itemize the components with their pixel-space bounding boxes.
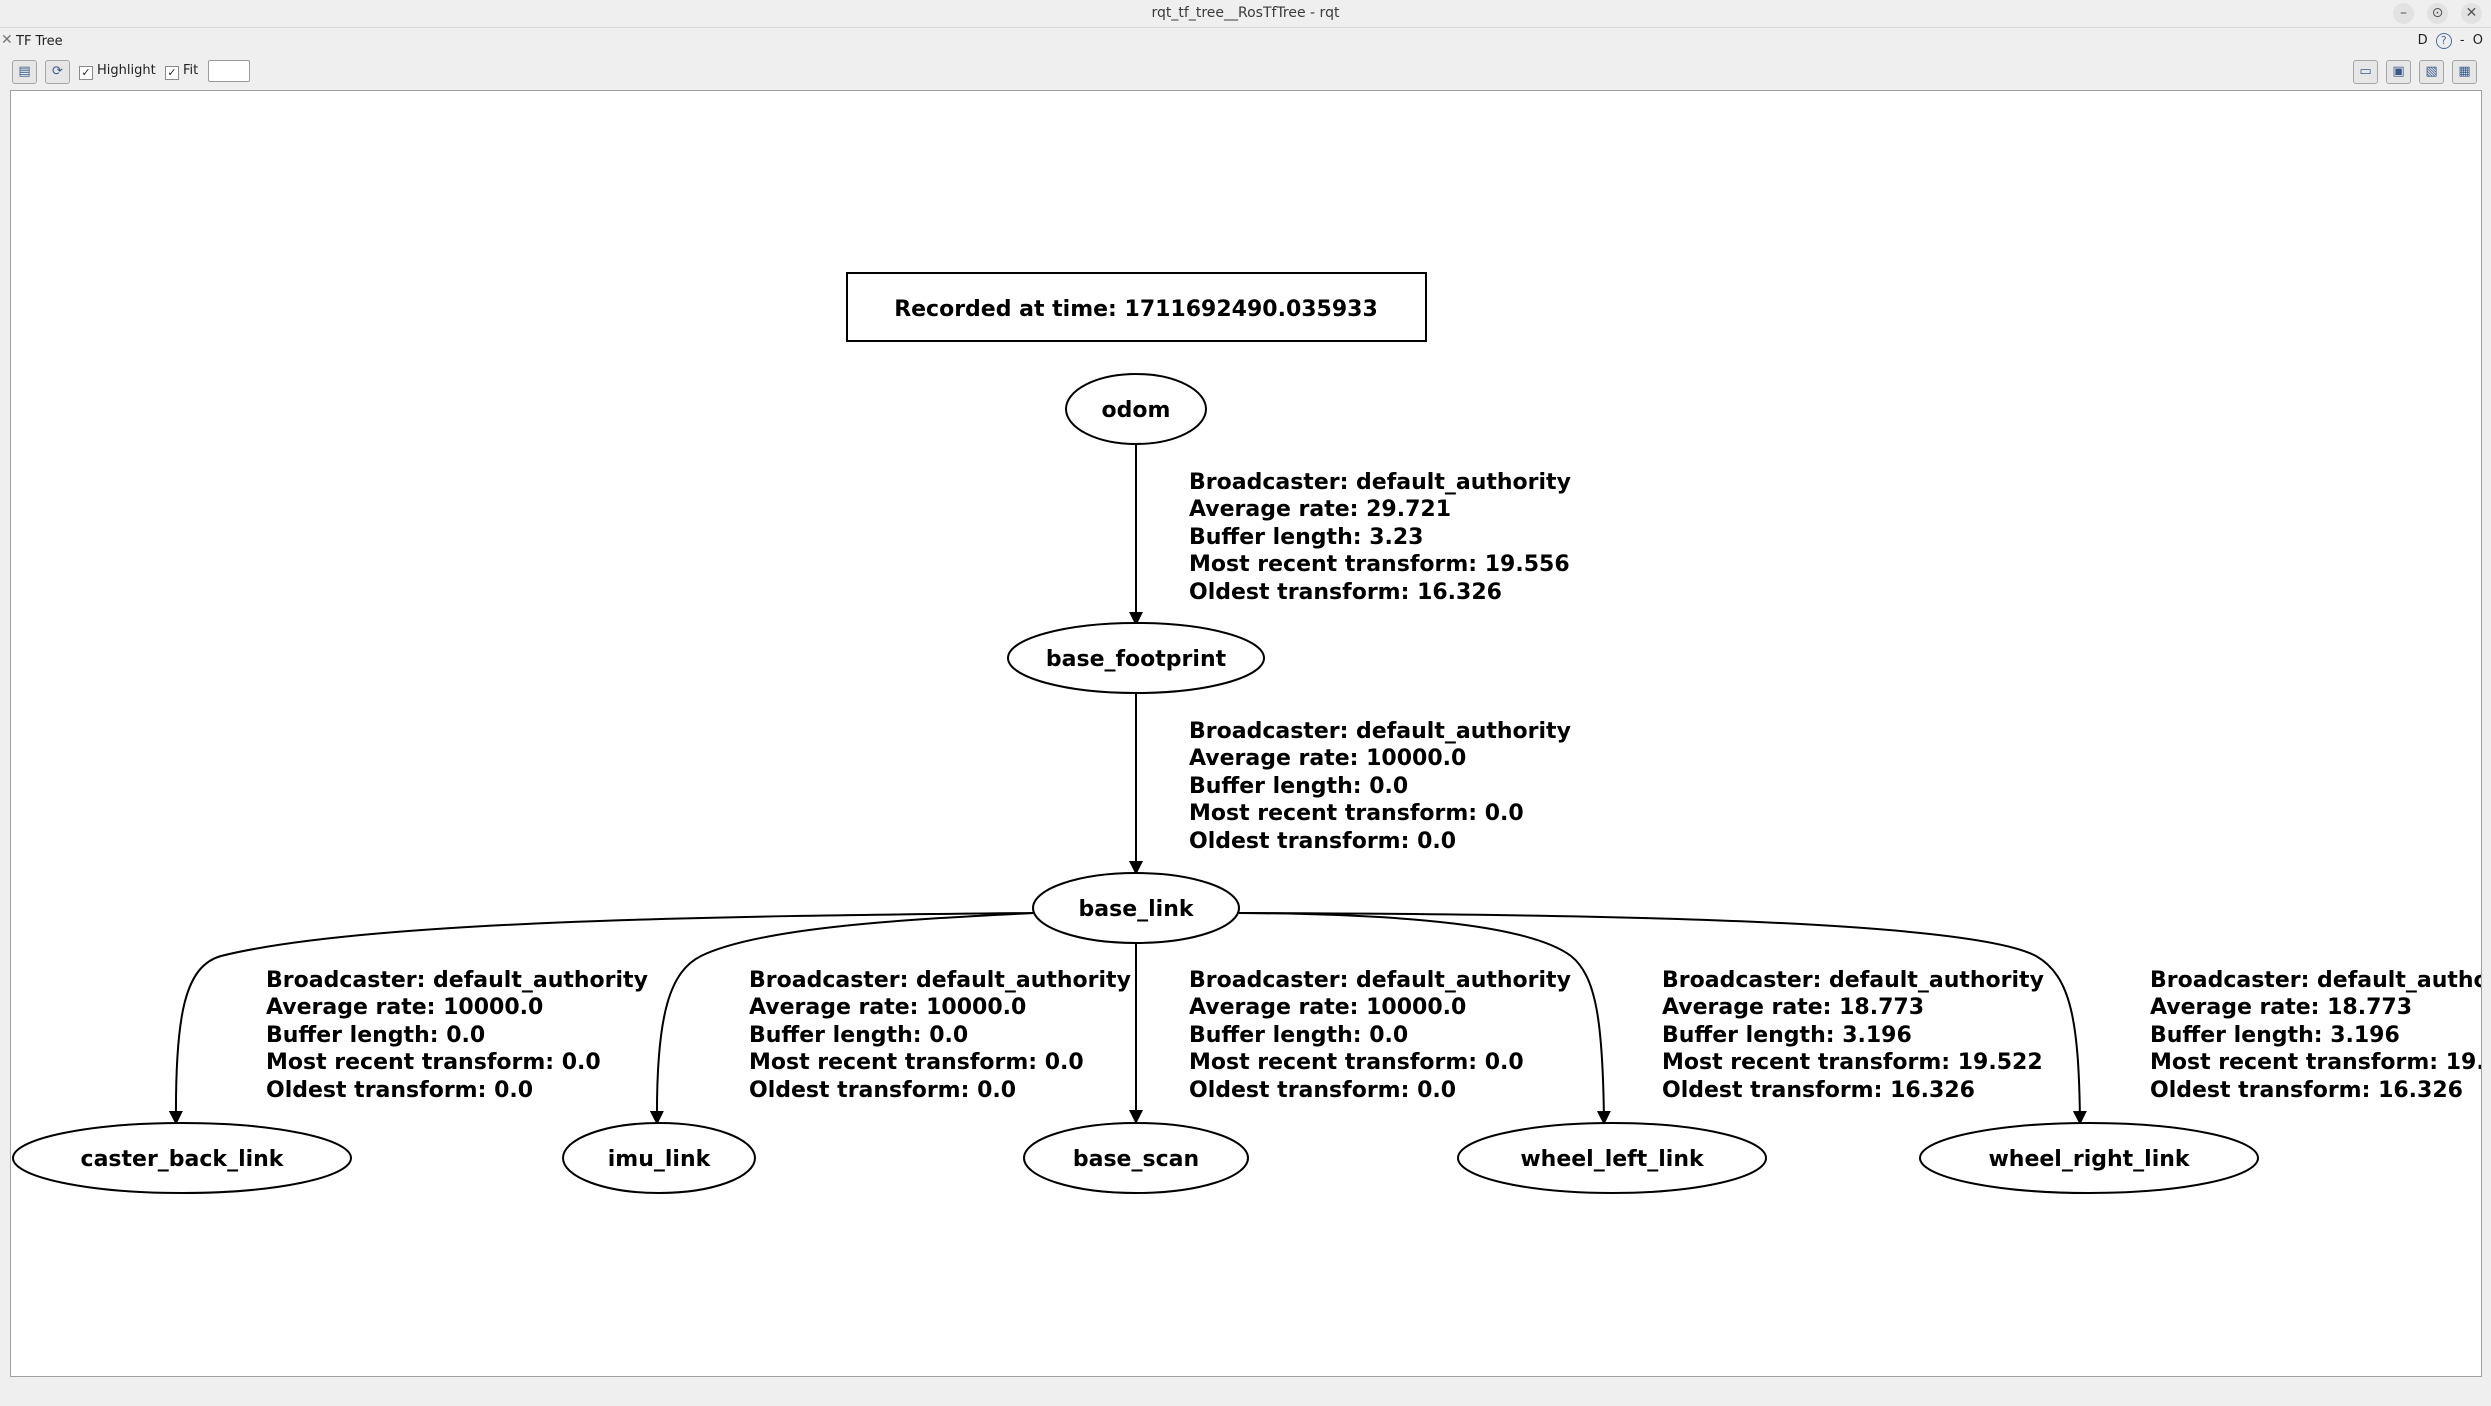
edge-label-line: Average rate: 18.773	[1662, 995, 1924, 1020]
highlight-label: Highlight	[97, 63, 156, 78]
edge-label-line: Most recent transform: 19.556	[1189, 552, 1570, 577]
edge-label-line: Most recent transform: 19.522	[1662, 1050, 2043, 1075]
edge-label-line: Oldest transform: 0.0	[1189, 1078, 1456, 1103]
minimize-plugin-icon[interactable]: -	[2459, 33, 2465, 48]
edge-label-base-footprint-base-link: Broadcaster: default_authority Average r…	[1189, 719, 1571, 854]
node-wheel-right-link-label: wheel_right_link	[1988, 1147, 2190, 1172]
window-title: rqt_tf_tree__RosTfTree - rqt	[1151, 5, 1340, 21]
tf-tree-graph: Recorded at time: 1711692490.035933 odom…	[12, 272, 2481, 1194]
save-image-button[interactable]: ▦	[2452, 60, 2477, 84]
edge-label-line: Buffer length: 0.0	[749, 1023, 968, 1048]
edge-label-line: Broadcaster: default_authority	[266, 968, 648, 993]
edge-label-line: Buffer length: 0.0	[266, 1023, 485, 1048]
node-base-scan[interactable]: base_scan	[1023, 1122, 1249, 1194]
restore-button[interactable]: ⊙	[2427, 3, 2448, 24]
reload-icon: ⟳	[52, 64, 63, 79]
node-wheel-left-link[interactable]: wheel_left_link	[1457, 1122, 1767, 1194]
save-image-icon: ▦	[2458, 64, 2471, 79]
node-imu-link-label: imu_link	[608, 1147, 712, 1172]
load-dot-button[interactable]: ▭	[2353, 60, 2378, 84]
edge-base-link-wheel-right-link	[1238, 912, 2087, 1125]
edge-label-base-link-wheel-right-link: Broadcaster: default_authority Average r…	[2150, 968, 2481, 1103]
edge-label-line: Most recent transform: 19.522	[2150, 1050, 2481, 1075]
node-base-link-label: base_link	[1079, 897, 1195, 922]
dock-icon[interactable]: D	[2417, 33, 2428, 48]
graph-icon: ▤	[18, 64, 31, 79]
node-base-footprint[interactable]: base_footprint	[1007, 622, 1265, 694]
edge-label-line: Average rate: 18.773	[2150, 995, 2412, 1020]
edge-label-line: Most recent transform: 0.0	[266, 1050, 601, 1075]
highlight-checkbox[interactable]: ✓ Highlight	[79, 63, 156, 80]
close-window-button[interactable]: ✕	[2461, 3, 2482, 24]
edge-label-line: Most recent transform: 0.0	[749, 1050, 1084, 1075]
node-base-link[interactable]: base_link	[1032, 872, 1240, 944]
node-wheel-left-link-label: wheel_left_link	[1520, 1147, 1705, 1172]
node-imu-link[interactable]: imu_link	[562, 1122, 756, 1194]
save-svg-icon: ▧	[2425, 64, 2438, 79]
edge-label-line: Buffer length: 3.196	[2150, 1023, 2400, 1048]
refresh-graph-button[interactable]: ▤	[12, 60, 37, 84]
edge-label-line: Oldest transform: 16.326	[1662, 1078, 1975, 1103]
edge-label-line: Buffer length: 0.0	[1189, 1023, 1408, 1048]
edge-label-line: Broadcaster: default_authority	[2150, 968, 2481, 993]
edge-label-line: Oldest transform: 16.326	[2150, 1078, 2463, 1103]
highlight-check-box[interactable]: ✓	[79, 66, 93, 80]
edge-label-line: Broadcaster: default_authority	[749, 968, 1131, 993]
node-odom-label: odom	[1102, 398, 1171, 423]
save-icon: ▣	[2392, 64, 2405, 79]
edge-base-link-imu-link	[649, 912, 1035, 1125]
edge-label-line: Average rate: 10000.0	[266, 995, 543, 1020]
recorded-time: Recorded at time: 1711692490.035933	[894, 297, 1378, 322]
open-file-icon: ▭	[2359, 64, 2372, 79]
edge-label-line: Most recent transform: 0.0	[1189, 1050, 1524, 1075]
plugin-close-icon[interactable]: ✕	[1, 32, 13, 48]
close-plugin-icon[interactable]: O	[2472, 33, 2483, 48]
edge-label-base-link-imu-link: Broadcaster: default_authority Average r…	[749, 968, 1131, 1103]
help-icon[interactable]: ?	[2435, 33, 2452, 49]
edge-label-line: Average rate: 29.721	[1189, 497, 1451, 522]
edge-label-base-link-base-scan: Broadcaster: default_authority Average r…	[1189, 968, 1571, 1103]
graph-canvas[interactable]: Recorded at time: 1711692490.035933 odom…	[10, 90, 2482, 1377]
edge-label-line: Broadcaster: default_authority	[1189, 470, 1571, 495]
node-caster-back-link[interactable]: caster_back_link	[12, 1122, 352, 1194]
edge-label-line: Oldest transform: 0.0	[749, 1078, 1016, 1103]
node-caster-back-link-label: caster_back_link	[81, 1147, 285, 1172]
edge-base-link-caster-back-link	[168, 912, 1035, 1125]
edge-label-line: Broadcaster: default_authority	[1662, 968, 2044, 993]
edge-label-odom-base-footprint: Broadcaster: default_authority Average r…	[1189, 470, 1571, 605]
edge-label-line: Broadcaster: default_authority	[1189, 968, 1571, 993]
node-base-footprint-label: base_footprint	[1046, 647, 1227, 672]
plugin-header-controls: D ? - O	[2414, 33, 2483, 49]
save-dot-button[interactable]: ▣	[2386, 60, 2411, 84]
fit-check-box[interactable]: ✓	[165, 66, 179, 80]
filter-input[interactable]	[208, 60, 250, 82]
edge-base-link-wheel-left-link	[1238, 912, 1611, 1125]
window-titlebar: rqt_tf_tree__RosTfTree - rqt – ⊙ ✕	[0, 0, 2491, 28]
save-svg-button[interactable]: ▧	[2419, 60, 2444, 84]
edge-label-base-link-caster-back-link: Broadcaster: default_authority Average r…	[266, 968, 648, 1103]
edge-label-line: Oldest transform: 0.0	[1189, 829, 1456, 854]
edge-label-base-link-wheel-left-link: Broadcaster: default_authority Average r…	[1662, 968, 2044, 1103]
node-base-scan-label: base_scan	[1073, 1147, 1199, 1172]
edge-label-line: Buffer length: 3.23	[1189, 525, 1423, 550]
edge-label-line: Buffer length: 0.0	[1189, 774, 1408, 799]
node-wheel-right-link[interactable]: wheel_right_link	[1919, 1122, 2259, 1194]
recorded-time-box	[846, 272, 1427, 342]
edge-label-line: Oldest transform: 0.0	[266, 1078, 533, 1103]
toolbar: ▤ ⟳ ✓ Highlight ✓ Fit ▭ ▣ ▧ ▦	[0, 57, 2491, 87]
edge-label-line: Buffer length: 3.196	[1662, 1023, 1912, 1048]
fit-checkbox[interactable]: ✓ Fit	[165, 63, 198, 80]
plugin-title: TF Tree	[16, 34, 63, 49]
edge-label-line: Average rate: 10000.0	[749, 995, 1026, 1020]
edge-label-line: Most recent transform: 0.0	[1189, 801, 1524, 826]
edge-label-line: Average rate: 10000.0	[1189, 746, 1466, 771]
edge-label-line: Oldest transform: 16.326	[1189, 580, 1502, 605]
edge-label-line: Average rate: 10000.0	[1189, 995, 1466, 1020]
edge-label-line: Broadcaster: default_authority	[1189, 719, 1571, 744]
fit-label: Fit	[183, 63, 199, 78]
plugin-header: ✕ TF Tree D ? - O	[0, 28, 2491, 57]
node-odom[interactable]: odom	[1065, 373, 1207, 445]
minimize-button[interactable]: –	[2393, 3, 2414, 24]
clear-buffer-button[interactable]: ⟳	[45, 60, 70, 84]
